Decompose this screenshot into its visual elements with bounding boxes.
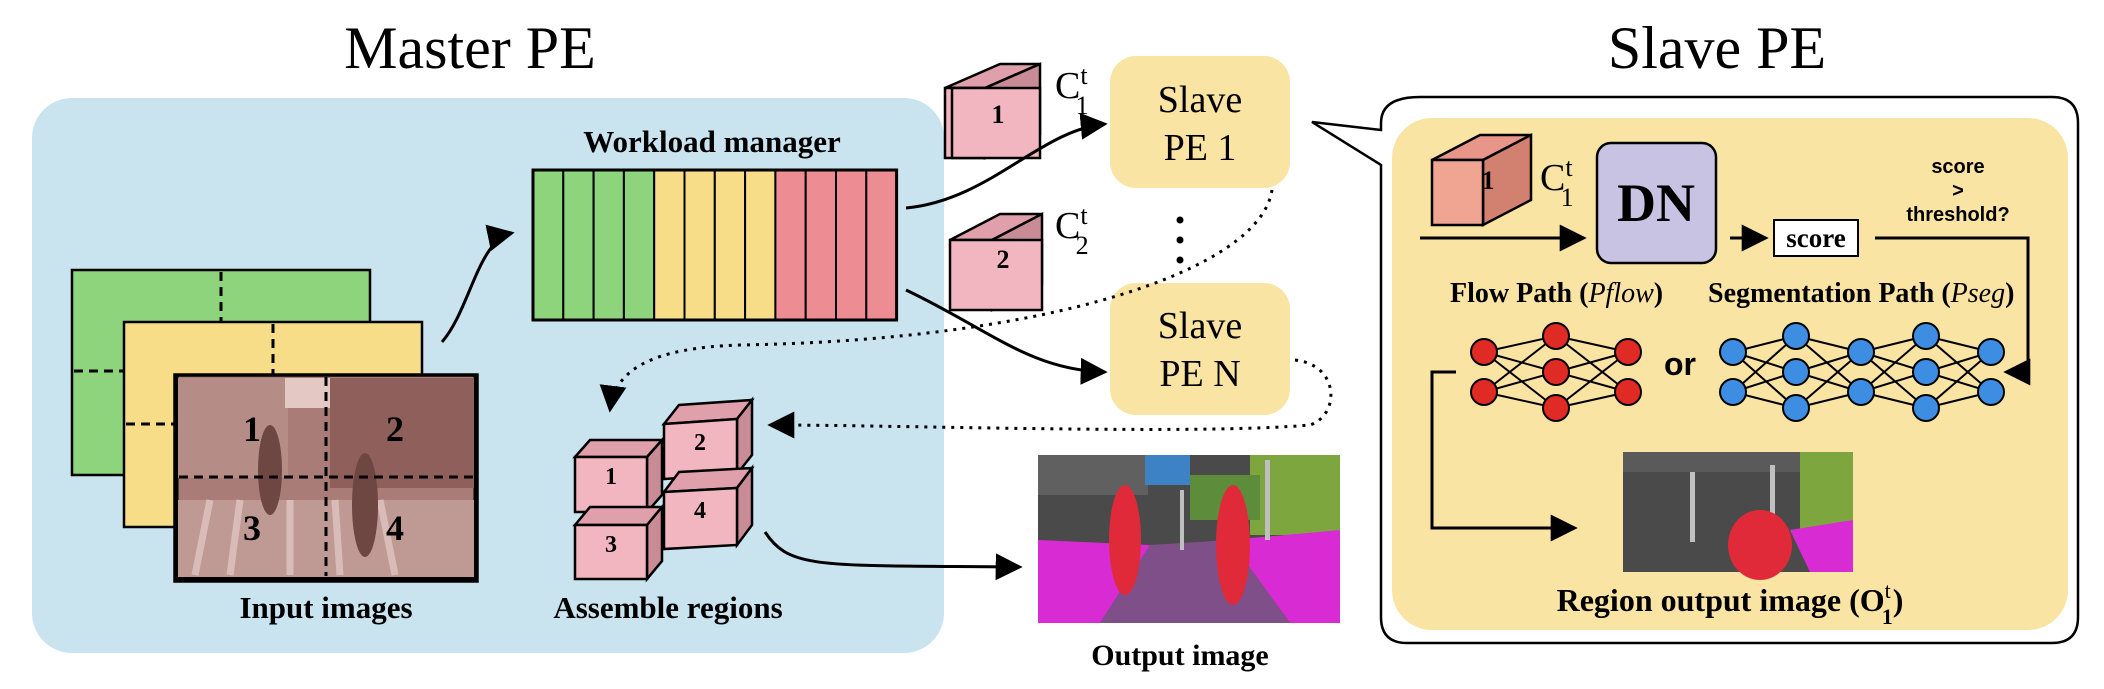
- arrow-to-slave-pen: [905, 288, 1108, 385]
- slave-pe1-line1: Slave: [1158, 79, 1242, 121]
- slave-pe-title: Slave PE: [1608, 15, 1826, 81]
- dn-label: DN: [1617, 173, 1695, 233]
- output-image-label: Output image: [1091, 639, 1269, 672]
- seg-network: [1719, 322, 2005, 422]
- seg-path-label: Segmentation Path (Pseg): [1708, 278, 2014, 309]
- dotted-arrow-pe1-return: [599, 189, 1274, 413]
- assemble-tile-2: 2: [694, 430, 706, 456]
- slave-tile: 1: [1430, 132, 1533, 228]
- workload-queue: [531, 168, 899, 322]
- question-line1: score: [1931, 156, 1984, 178]
- slave-pe1-line2: PE 1: [1164, 127, 1237, 169]
- slave-pen-line1: Slave: [1158, 305, 1242, 347]
- ellipsis-dot: [1176, 216, 1184, 224]
- region-label-2: 2: [386, 409, 404, 449]
- slave-pen-line2: PE N: [1159, 353, 1240, 395]
- region-label-4: 4: [386, 508, 404, 548]
- arrow-to-output: [763, 531, 1023, 581]
- tile-c1-number: 1: [992, 100, 1005, 129]
- workload-manager-label: Workload manager: [583, 124, 841, 159]
- assemble-tile-3: 3: [605, 532, 617, 558]
- region-label-1: 1: [243, 409, 261, 449]
- arrow-to-workload: [440, 224, 515, 343]
- tile-c1: 1: [943, 62, 1042, 160]
- arrow-threshold-to-seg: [1875, 236, 2031, 386]
- arrow-flow-to-region: [1430, 370, 1578, 542]
- input-image-stack: 1 2 3 4: [70, 268, 479, 583]
- input-images-label: Input images: [239, 590, 412, 625]
- tile-c2: 2: [948, 211, 1044, 313]
- slave-pen-box: [1110, 283, 1290, 415]
- assemble-tile-1: 1: [605, 464, 617, 490]
- region-output-image: [1623, 452, 1853, 580]
- master-pe-title: Master PE: [344, 15, 596, 81]
- flow-path-label: Flow Path (Pflow): [1450, 278, 1663, 309]
- ellipsis-dot: [1176, 256, 1184, 264]
- tile-c2-number: 2: [997, 245, 1010, 274]
- score-box: [1773, 219, 1859, 257]
- output-image: [1038, 455, 1340, 623]
- assemble-regions-label: Assemble regions: [553, 590, 782, 625]
- region-label-3: 3: [243, 508, 261, 548]
- score-label: score: [1786, 223, 1845, 253]
- ellipsis-dot: [1176, 236, 1184, 244]
- arrow-to-slave-pe1: [905, 112, 1108, 210]
- or-label: or: [1664, 346, 1696, 382]
- flow-network: [1470, 322, 1642, 422]
- assemble-tiles: 1 2 3 4: [572, 396, 755, 583]
- dn-box: [1595, 141, 1718, 265]
- question-line2: >: [1952, 180, 1964, 202]
- slave-pe1-box: [1110, 56, 1290, 188]
- question-line3: threshold?: [1906, 204, 2009, 226]
- assemble-tile-4: 4: [694, 498, 706, 524]
- slave-tile-number: 1: [1482, 166, 1495, 195]
